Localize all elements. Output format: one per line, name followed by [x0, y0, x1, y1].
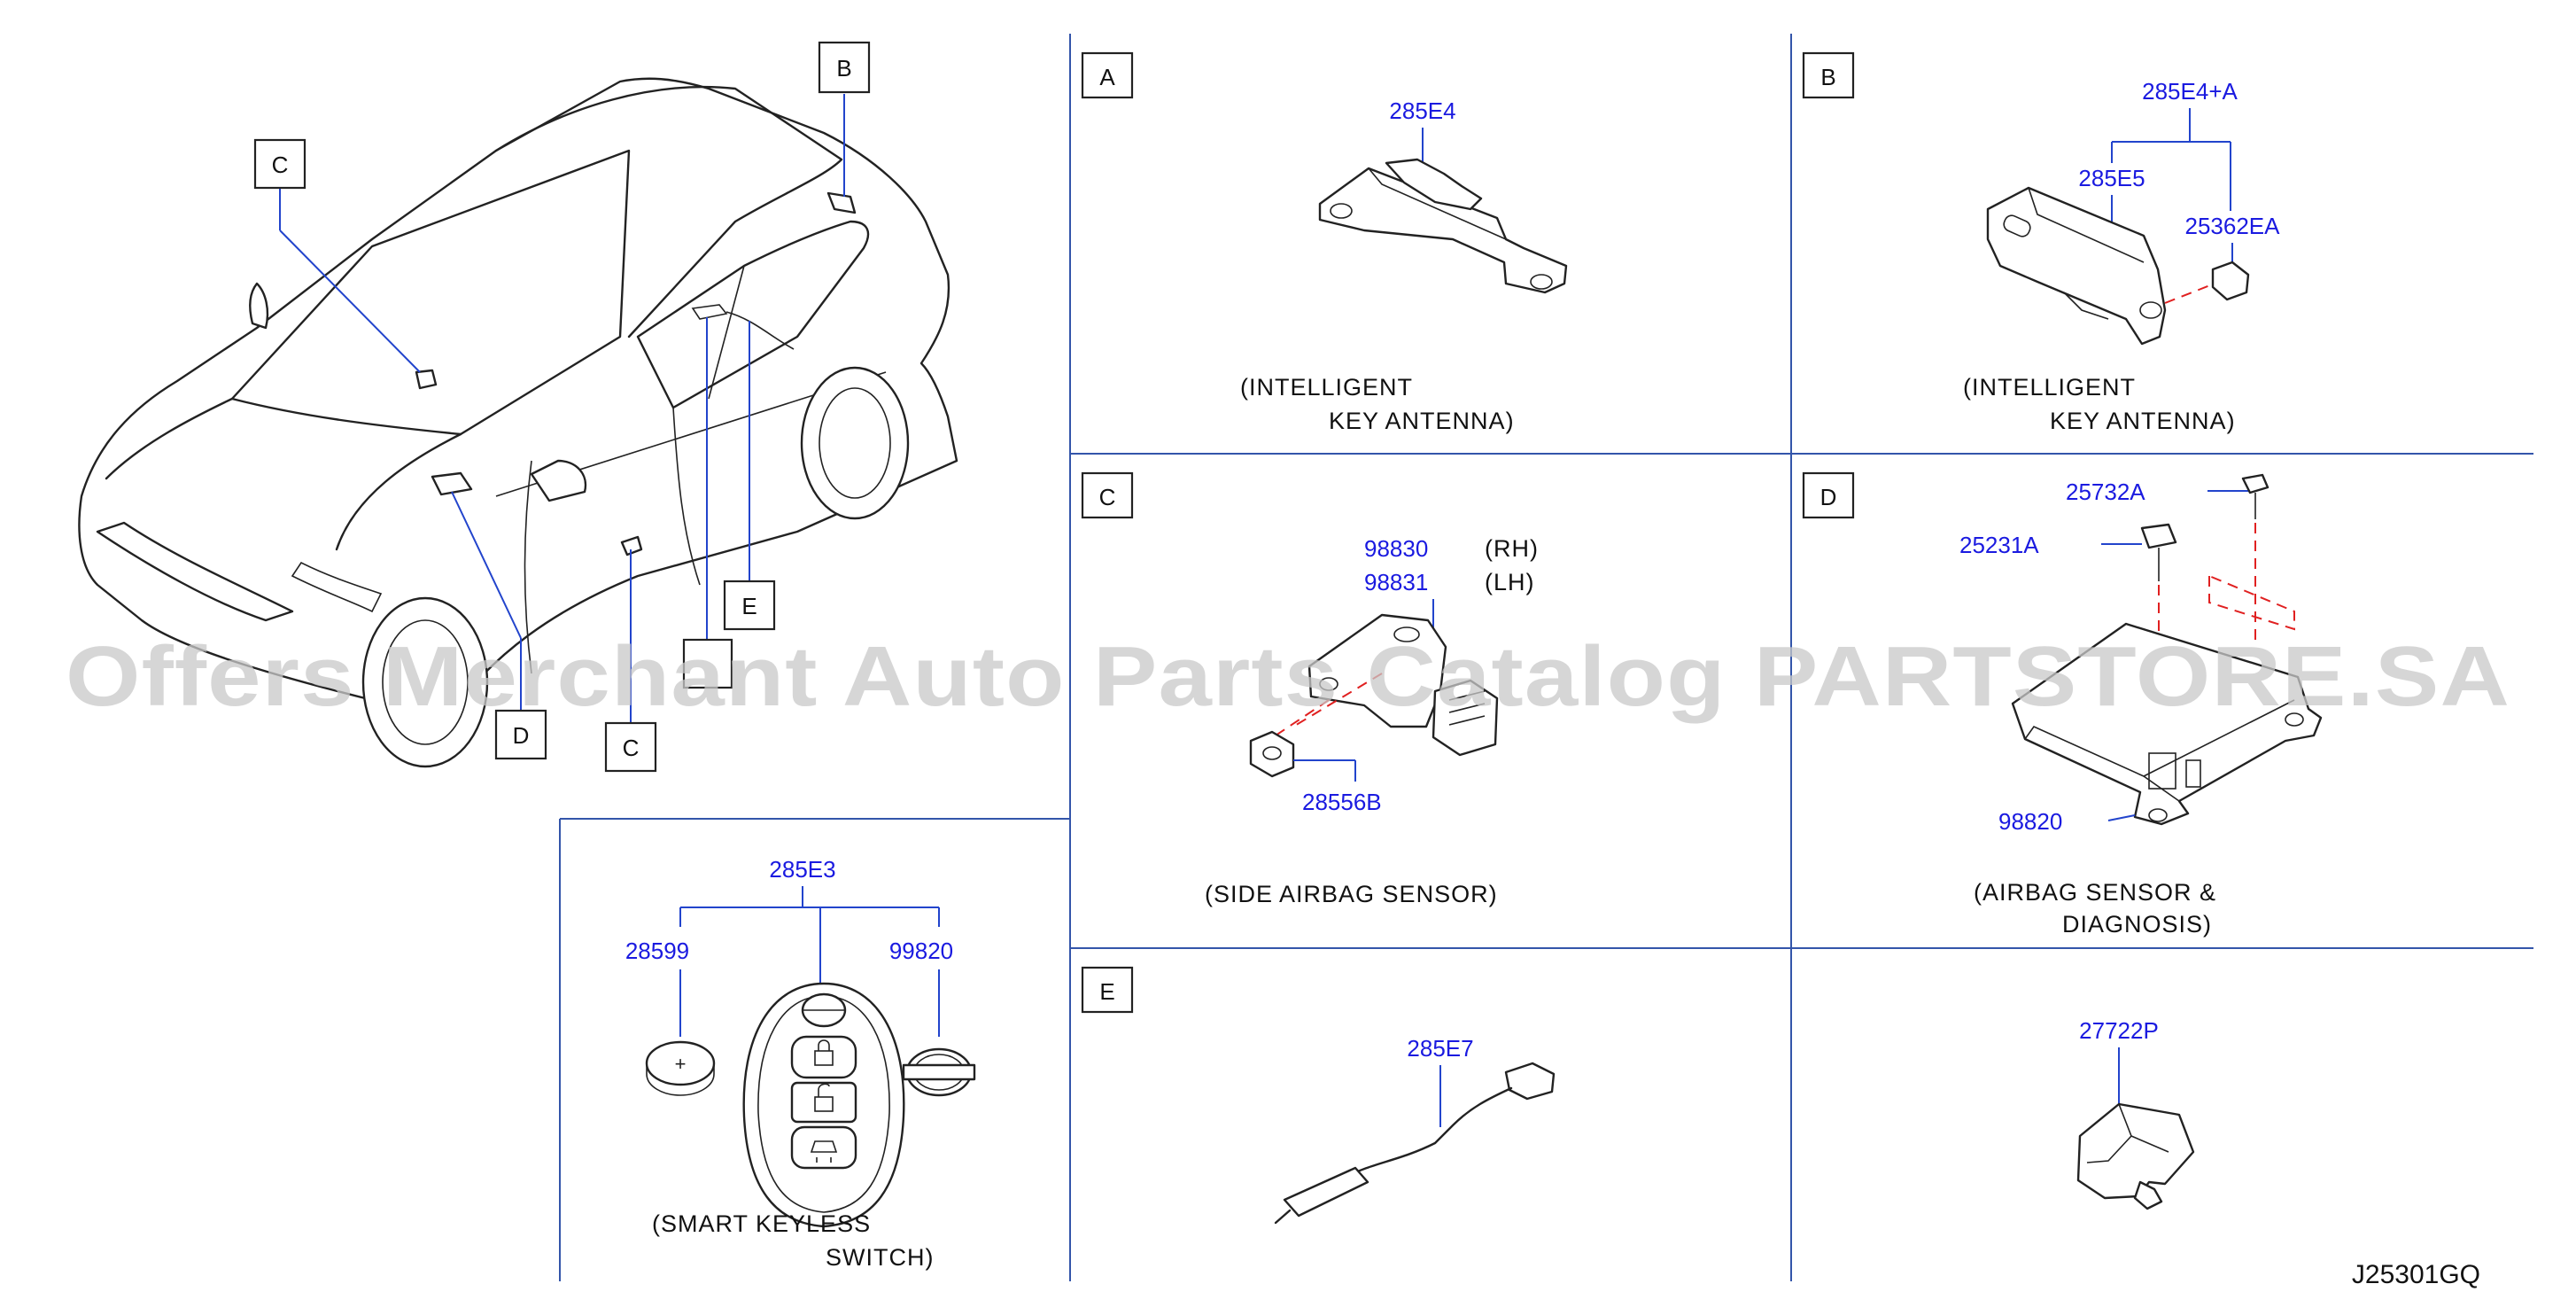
panel-d: D 25732A 25231A 98820 (AIRBAG SENSOR & — [1802, 471, 2323, 938]
callout-unlabeled — [682, 638, 733, 689]
car-side-window — [636, 220, 870, 409]
sensor-nut — [1249, 730, 1295, 778]
car-hood — [105, 397, 462, 551]
svg-text:285E7: 285E7 — [1407, 1035, 1473, 1062]
panel-b: B 285E4+A 285E5 25362EA (INTELLIGENT KEY… — [1802, 51, 2281, 434]
side-airbag-sensor — [1307, 613, 1499, 757]
svg-text:D: D — [1820, 484, 1837, 510]
svg-text:98830: 98830 — [1364, 535, 1428, 562]
svg-text:+: + — [675, 1053, 687, 1075]
svg-text:98820: 98820 — [1998, 808, 2062, 835]
marker-antenna-roof — [826, 191, 857, 214]
callout-e: E — [723, 580, 776, 631]
panel-keyfob: 285E3 28599 99820 + — [625, 856, 976, 1271]
overview-leaders — [279, 94, 845, 723]
car-windshield — [230, 149, 631, 436]
trunk-icon — [810, 1140, 838, 1163]
watermark-text: Offers Merchant Auto Parts Catalog PARTS… — [66, 629, 2510, 724]
svg-text:25732A: 25732A — [2066, 479, 2145, 505]
svg-text:C: C — [623, 735, 640, 761]
bolt-lower — [2140, 523, 2177, 581]
svg-text:C: C — [272, 152, 289, 178]
svg-text:E: E — [1099, 978, 1114, 1005]
car-headlight — [291, 561, 383, 613]
svg-text:285E4: 285E4 — [1389, 97, 1455, 124]
drawing-code: J25301GQ — [2352, 1260, 2480, 1289]
intelligent-key-antenna-a — [1318, 158, 1568, 294]
lock-icon — [814, 1050, 834, 1066]
svg-text:25362EA: 25362EA — [2185, 213, 2281, 239]
svg-text:A: A — [1099, 64, 1115, 90]
svg-text:(RH): (RH) — [1485, 535, 1539, 562]
car-mirror-right — [249, 282, 269, 330]
panel-e: E 285E7 — [1081, 966, 1556, 1225]
car-body-outline — [78, 77, 958, 711]
unlock-icon — [814, 1096, 834, 1112]
svg-text:(INTELLIGENT: (INTELLIGENT — [1240, 374, 1413, 401]
airbag-sensor-unit — [2011, 622, 2323, 826]
car-wheel-rear — [800, 366, 910, 520]
panel-f: 27722P — [2076, 1017, 2195, 1210]
svg-text:(INTELLIGENT: (INTELLIGENT — [1963, 374, 2136, 401]
svg-text:(AIRBAG SENSOR &: (AIRBAG SENSOR & — [1974, 879, 2216, 906]
car-side-window-split — [708, 265, 745, 400]
smart-key-fob — [742, 982, 905, 1228]
panel-a: A 285E4 (INTELLIGENT KEY ANTENNA) — [1081, 51, 1568, 434]
battery-coin: + — [645, 1040, 716, 1096]
svg-text:KEY ANTENNA): KEY ANTENNA) — [2050, 408, 2236, 434]
car-door-line-front — [524, 460, 532, 674]
svg-text:(SIDE AIRBAG SENSOR): (SIDE AIRBAG SENSOR) — [1205, 881, 1498, 907]
intelligent-key-antenna-b — [1986, 186, 2167, 346]
svg-text:285E3: 285E3 — [769, 856, 835, 883]
svg-text:98831: 98831 — [1364, 569, 1428, 595]
vehicle-overview — [78, 77, 958, 768]
marker-sensor-dash — [415, 369, 438, 390]
svg-text:28599: 28599 — [625, 938, 689, 964]
car-mirror-left — [530, 459, 587, 502]
car-grille — [96, 521, 294, 622]
svg-text:KEY ANTENNA): KEY ANTENNA) — [1329, 408, 1515, 434]
svg-text:99820: 99820 — [889, 938, 953, 964]
svg-text:C: C — [1099, 484, 1116, 510]
car-roofline — [494, 85, 843, 338]
marker-airbag-unit — [431, 471, 473, 496]
antenna-cable — [1274, 1062, 1556, 1225]
emblem-badge — [902, 1047, 976, 1097]
svg-text:DIAGNOSIS): DIAGNOSIS) — [2062, 911, 2212, 938]
svg-text:SWITCH): SWITCH) — [826, 1244, 934, 1271]
svg-text:285E5: 285E5 — [2078, 165, 2145, 191]
callout-d: D — [494, 709, 547, 760]
car-door-line-rear — [672, 407, 701, 586]
callout-c-upper: C — [253, 138, 306, 190]
svg-text:25231A: 25231A — [1959, 532, 2039, 558]
panel-c: C 98830 (RH) 98831 (LH) 28556B (SIDE AIR… — [1081, 471, 1539, 907]
svg-text:27722P: 27722P — [2079, 1017, 2159, 1044]
svg-text:(SMART KEYLESS: (SMART KEYLESS — [652, 1210, 871, 1237]
svg-text:28556B: 28556B — [1302, 789, 1382, 815]
panel-dividers — [559, 34, 2533, 1281]
connector-27722p — [2076, 1102, 2195, 1210]
overview-callouts: B C C D E — [253, 41, 871, 773]
svg-text:E: E — [741, 593, 757, 619]
antenna-cap — [2211, 261, 2250, 301]
marker-side-sensor — [620, 535, 643, 556]
svg-text:B: B — [1820, 64, 1835, 90]
marker-antenna-bumper — [691, 304, 795, 350]
svg-text:(LH): (LH) — [1485, 569, 1535, 595]
svg-text:D: D — [513, 722, 530, 749]
bolt-upper — [2241, 473, 2270, 519]
svg-text:285E4+A: 285E4+A — [2142, 78, 2238, 105]
callout-b: B — [818, 41, 871, 94]
callout-c-lower: C — [604, 721, 657, 773]
svg-text:B: B — [836, 55, 851, 82]
